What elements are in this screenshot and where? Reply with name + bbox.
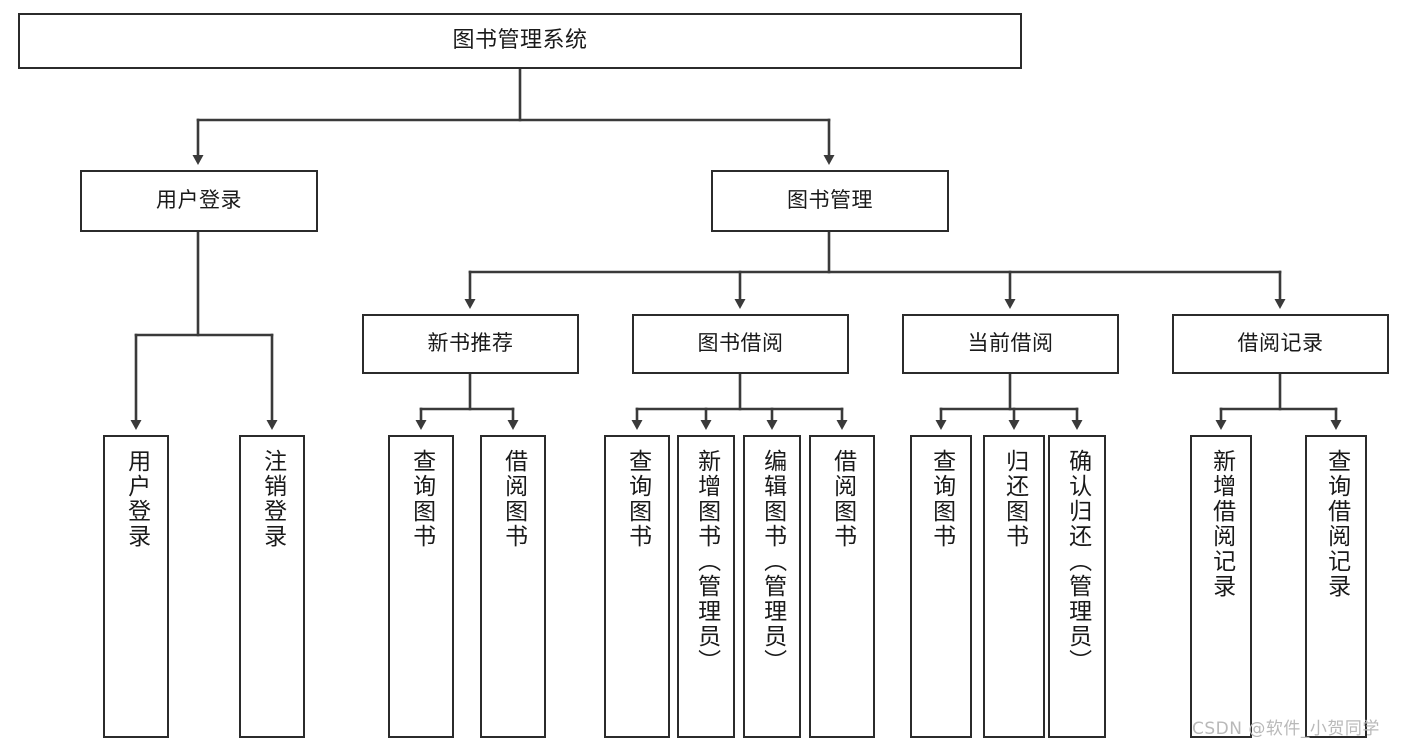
leaf-add-borrow-record[interactable]: 新增借阅记录 [1190,435,1252,738]
leaf-query-book-recommendation-label: 查询图书 [408,449,435,549]
node-borrow-record-label: 借阅记录 [1237,331,1324,356]
leaf-borrow-book-recommendation[interactable]: 借阅图书 [480,435,546,738]
leaf-edit-book-admin[interactable]: 编辑图书（管理员） [743,435,801,738]
node-book-management-label: 图书管理 [787,188,873,213]
leaf-logout[interactable]: 注销登录 [239,435,305,738]
node-current-borrow-label: 当前借阅 [967,331,1054,356]
leaf-add-book-admin[interactable]: 新增图书（管理员） [677,435,735,738]
node-book-borrow-label: 图书借阅 [697,331,784,356]
leaf-user-login[interactable]: 用户登录 [103,435,169,738]
leaf-query-book-borrow[interactable]: 查询图书 [604,435,670,738]
leaf-edit-book-admin-label: 编辑图书（管理员） [759,449,786,674]
node-new-book-recommendation[interactable]: 新书推荐 [362,314,579,374]
node-root-label: 图书管理系统 [452,27,588,53]
node-current-borrow[interactable]: 当前借阅 [902,314,1119,374]
leaf-borrow-book[interactable]: 借阅图书 [809,435,875,738]
leaf-confirm-return-admin-label: 确认归还（管理员） [1064,449,1091,674]
leaf-logout-label: 注销登录 [259,449,286,549]
node-root[interactable]: 图书管理系统 [18,13,1022,69]
leaf-confirm-return-admin[interactable]: 确认归还（管理员） [1048,435,1106,738]
node-borrow-record[interactable]: 借阅记录 [1172,314,1389,374]
leaf-query-borrow-record-label: 查询借阅记录 [1323,449,1350,599]
leaf-user-login-label: 用户登录 [123,449,150,549]
leaf-query-book-borrow-label: 查询图书 [624,449,651,549]
node-book-borrow[interactable]: 图书借阅 [632,314,849,374]
node-new-book-recommendation-label: 新书推荐 [427,331,514,356]
leaf-return-book[interactable]: 归还图书 [983,435,1045,738]
node-user-login[interactable]: 用户登录 [80,170,318,232]
leaf-query-book-current[interactable]: 查询图书 [910,435,972,738]
leaf-query-book-recommendation[interactable]: 查询图书 [388,435,454,738]
leaf-return-book-label: 归还图书 [1001,449,1028,549]
leaf-add-book-admin-label: 新增图书（管理员） [693,449,720,674]
csdn-watermark: CSDN @软件_小贺同学 [1192,719,1380,739]
node-book-management[interactable]: 图书管理 [711,170,949,232]
node-user-login-label: 用户登录 [156,188,242,213]
leaf-borrow-book-recommendation-label: 借阅图书 [500,449,527,549]
leaf-add-borrow-record-label: 新增借阅记录 [1208,449,1235,599]
leaf-query-borrow-record[interactable]: 查询借阅记录 [1305,435,1367,738]
leaf-query-book-current-label: 查询图书 [928,449,955,549]
leaf-borrow-book-label: 借阅图书 [829,449,856,549]
